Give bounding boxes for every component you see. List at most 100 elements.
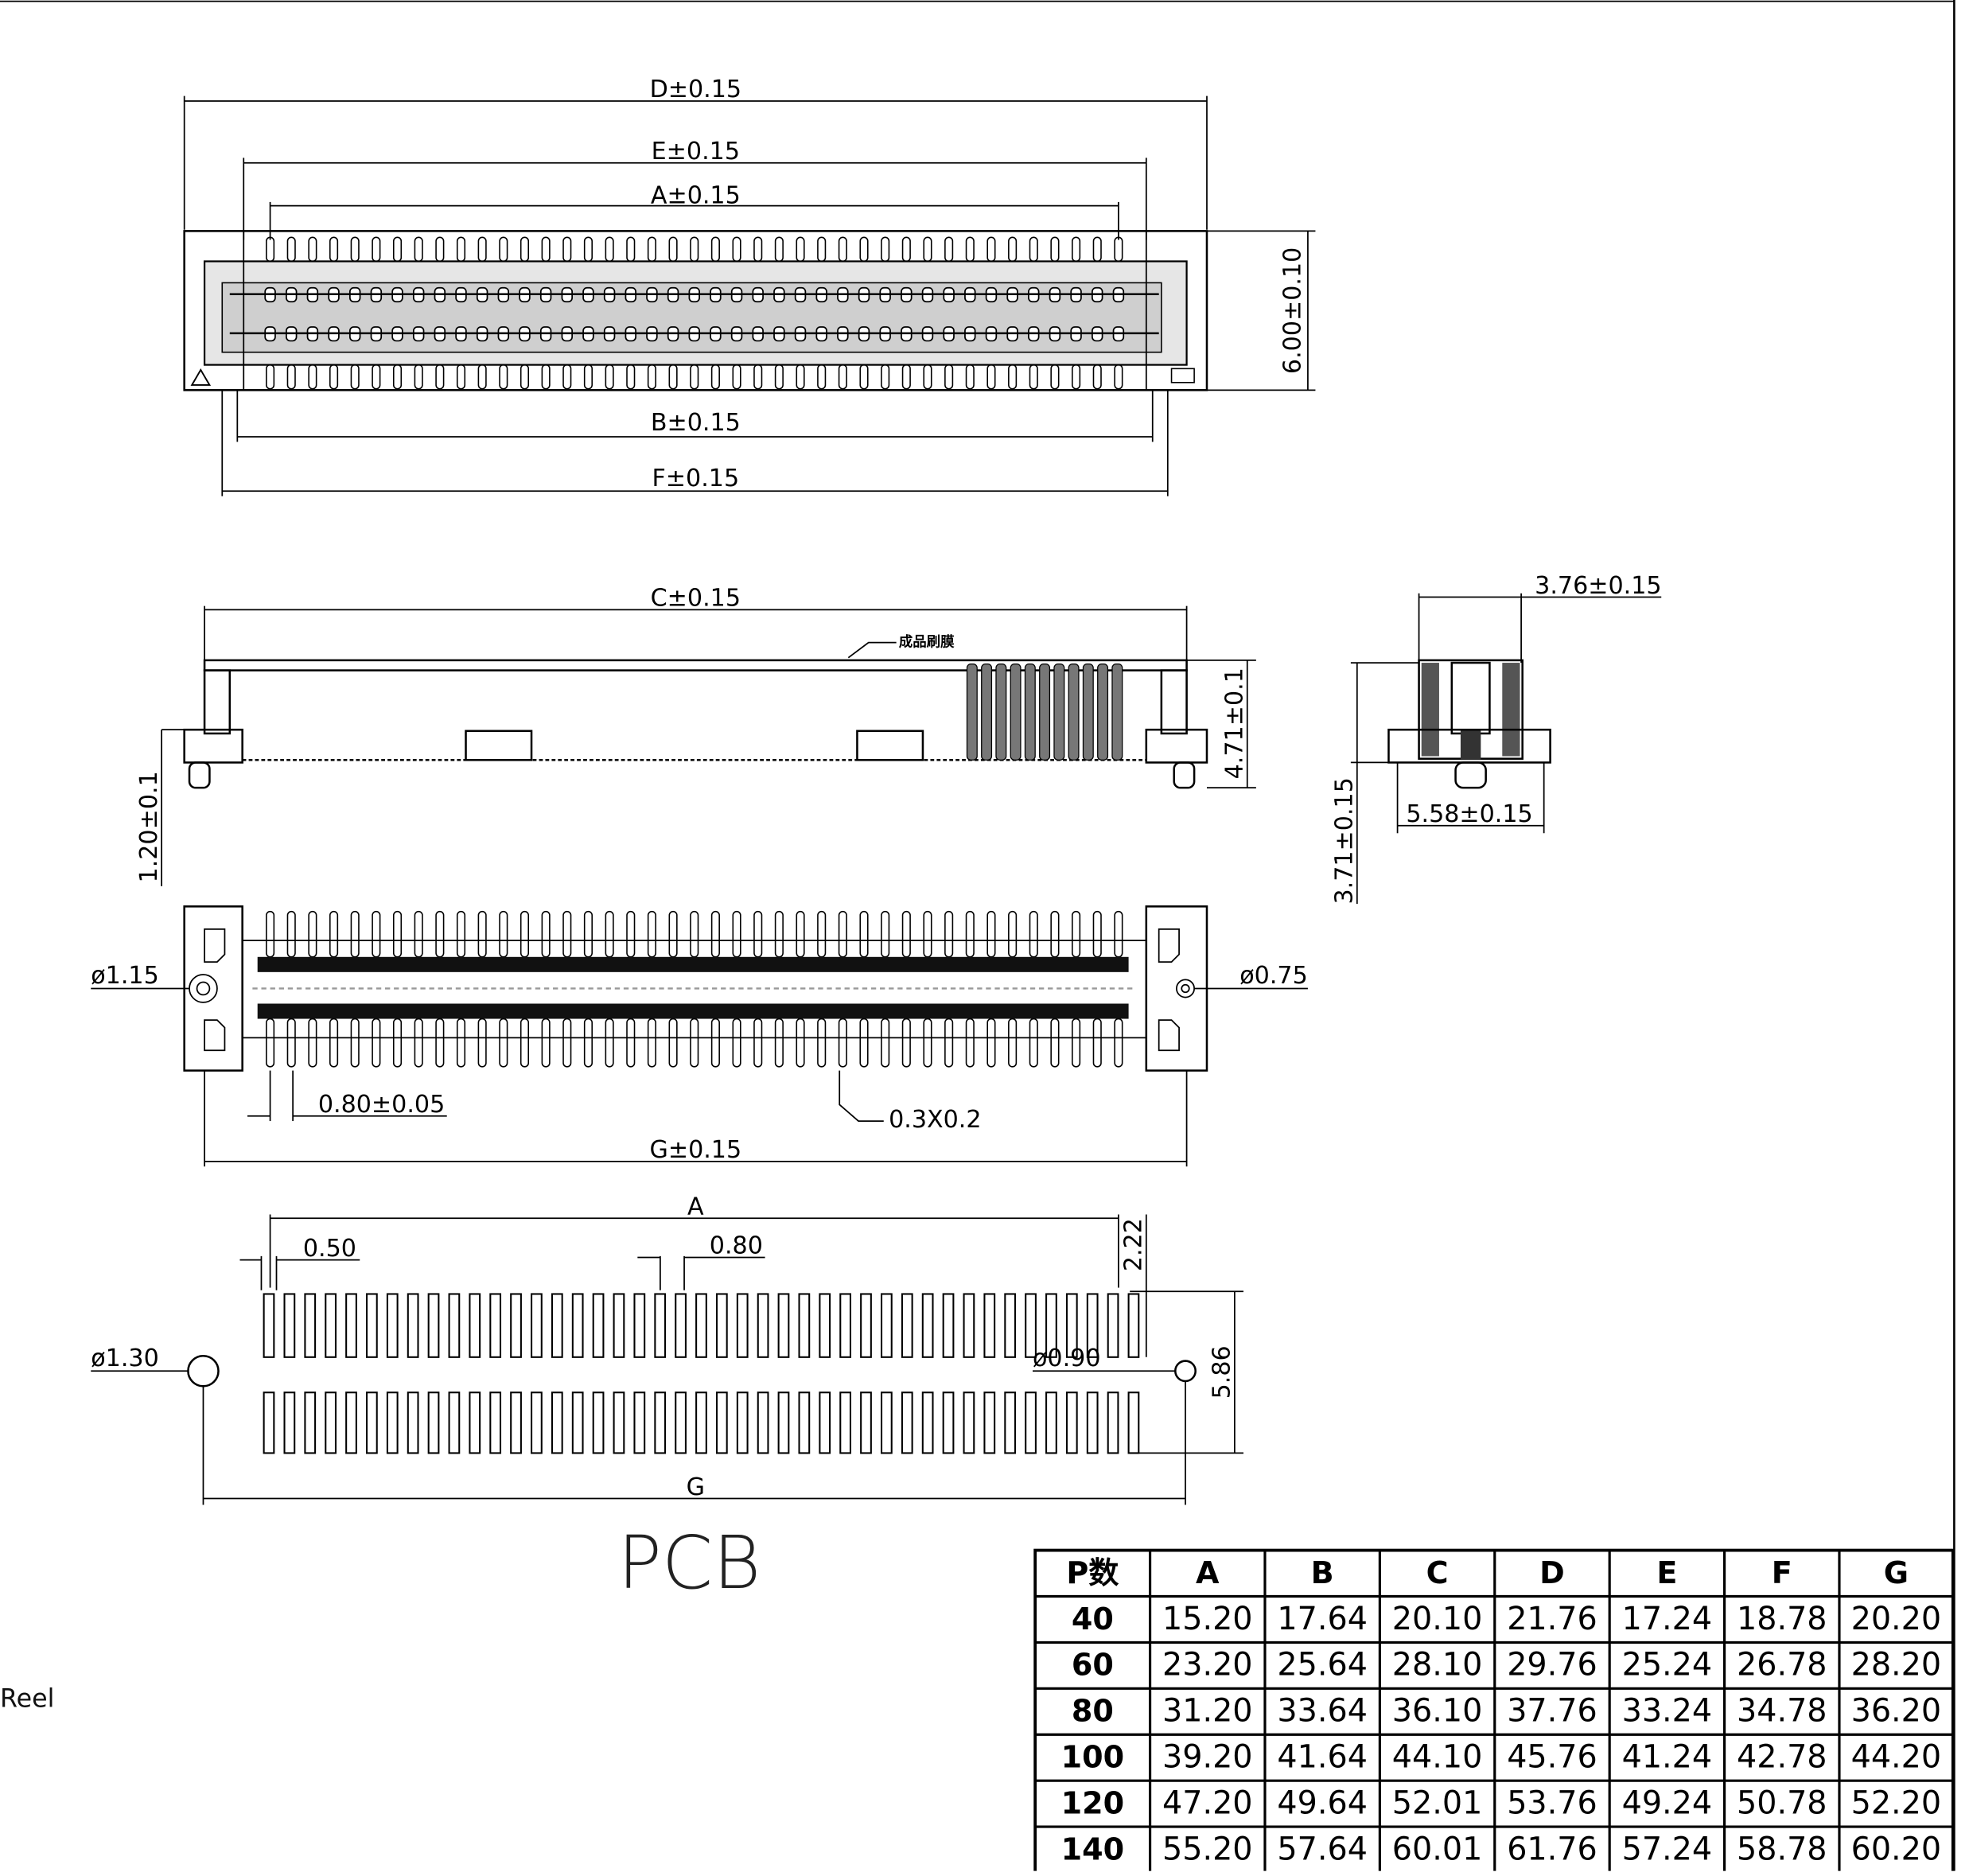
table-header-cell: A <box>1196 1555 1220 1590</box>
pcb-pads-lower <box>263 1391 1140 1454</box>
table-cell: 20.20 <box>1851 1601 1942 1637</box>
table-cell: 36.20 <box>1851 1693 1942 1730</box>
table-cell: 15.20 <box>1162 1601 1253 1637</box>
table-cell: 100 <box>1061 1740 1125 1775</box>
table-header-cell: E <box>1656 1555 1677 1590</box>
table-header-cell: C <box>1426 1555 1449 1590</box>
table-cell: 57.64 <box>1277 1831 1368 1867</box>
pcb-dim-pad: 0.50 <box>303 1235 356 1263</box>
dim-g: G±0.15 <box>649 1136 741 1164</box>
dim-end-base: 5.58±0.15 <box>1406 800 1532 828</box>
pcb-pads-upper <box>263 1293 1140 1358</box>
side-top-plate <box>203 659 1188 671</box>
table-header-cell: P数 <box>1066 1555 1119 1590</box>
dim-pitch: 0.80±0.05 <box>318 1091 445 1119</box>
table-cell: 53.76 <box>1507 1785 1597 1821</box>
dim-end-height: 3.71±0.15 <box>1330 777 1358 904</box>
pcb-footprint: A 0.50 0.80 2.22 ø1.30 ø0.90 5.86 G PCB <box>91 1193 1243 1605</box>
side-left-boss <box>183 728 243 764</box>
table-cell: 55.20 <box>1162 1831 1253 1867</box>
side-contact-coils <box>966 664 1123 761</box>
table-cell: 58.78 <box>1737 1831 1827 1867</box>
table-header-cell: B <box>1311 1555 1334 1590</box>
table-cell: 37.76 <box>1507 1693 1597 1730</box>
dim-height-top: 6.00±0.10 <box>1278 247 1306 374</box>
table-cell: 26.78 <box>1737 1647 1827 1683</box>
table-cell: 140 <box>1061 1831 1125 1866</box>
table-cell: 80 <box>1072 1694 1114 1729</box>
table-cell: 61.76 <box>1507 1831 1597 1867</box>
table-cell: 44.20 <box>1851 1739 1942 1776</box>
pcb-dim-pitch: 0.80 <box>710 1232 763 1260</box>
table-header-cell: F <box>1772 1555 1792 1590</box>
table-cell: 25.24 <box>1622 1647 1713 1683</box>
table-cell: 36.10 <box>1392 1693 1483 1730</box>
table-cell: 49.64 <box>1277 1785 1368 1821</box>
table-cell: 18.78 <box>1737 1601 1827 1637</box>
table-cell: 28.20 <box>1851 1647 1942 1683</box>
table-cell: 34.78 <box>1737 1693 1827 1730</box>
table-cell: 60.01 <box>1392 1831 1483 1867</box>
table-cell: 39.20 <box>1162 1739 1253 1776</box>
table-cell: 42.78 <box>1737 1739 1827 1776</box>
table-cell: 60.20 <box>1851 1831 1942 1867</box>
pin1-marker-icon <box>190 368 212 386</box>
dim-d: D±0.15 <box>650 76 742 103</box>
dim-c: C±0.15 <box>651 585 741 613</box>
table-cell: 21.76 <box>1507 1601 1597 1637</box>
table-header-cell: G <box>1884 1555 1909 1590</box>
table-cell: 120 <box>1061 1785 1125 1820</box>
note-film: 成品刷膜 <box>899 633 955 650</box>
table-cell: 17.64 <box>1277 1601 1368 1637</box>
table-cell: 29.76 <box>1507 1647 1597 1683</box>
table-cell: 57.24 <box>1622 1831 1713 1867</box>
table-header-cell: D <box>1539 1555 1565 1590</box>
bottom-view: ø1.15 ø0.75 0.80±0.05 0.3X0.2 G±0.15 <box>91 905 1308 1167</box>
table-cell: 33.24 <box>1622 1693 1713 1730</box>
dim-e: E±0.15 <box>652 138 740 165</box>
side-right-boss <box>1145 728 1208 764</box>
dim-b: B±0.15 <box>651 409 741 437</box>
table-cell: 28.10 <box>1392 1647 1483 1683</box>
housing-outline <box>183 230 1208 391</box>
dim-end-width: 3.76±0.15 <box>1535 572 1661 600</box>
pcb-dim-g: G <box>687 1473 705 1501</box>
pcb-dim-hole-left: ø1.30 <box>91 1345 159 1372</box>
dim-hole-left: ø1.15 <box>91 962 159 990</box>
table-cell: 52.01 <box>1392 1785 1483 1821</box>
table-cell: 33.64 <box>1277 1693 1368 1730</box>
table-cell: 23.20 <box>1162 1647 1253 1683</box>
pcb-dim-a: A <box>687 1193 704 1221</box>
table-cell: 52.20 <box>1851 1785 1942 1821</box>
table-cell: 40 <box>1072 1602 1114 1637</box>
dim-standoff: 1.20±0.1 <box>135 771 163 882</box>
table-cell: 41.24 <box>1622 1739 1713 1776</box>
table-cell: 41.64 <box>1277 1739 1368 1776</box>
table-cell: 20.10 <box>1392 1601 1483 1637</box>
table-cell: 47.20 <box>1162 1785 1253 1821</box>
dim-f: F±0.15 <box>652 465 739 492</box>
table-cell: 25.64 <box>1277 1647 1368 1683</box>
top-view: D±0.15 E±0.15 A±0.15 6.00±0.10 B±0.15 <box>183 76 1316 496</box>
dim-a: A±0.15 <box>651 181 741 209</box>
pcb-dim-row: 5.86 <box>1208 1345 1236 1399</box>
pcb-title: PCB <box>617 1520 761 1605</box>
dim-hole-right: ø0.75 <box>1239 962 1308 990</box>
reel-label: Reel <box>0 1684 54 1713</box>
table-cell: 49.24 <box>1622 1785 1713 1821</box>
table-cell: 17.24 <box>1622 1601 1713 1637</box>
pcb-dim-hole-right: ø0.90 <box>1033 1345 1101 1372</box>
side-view: C±0.15 成品刷膜 4.71±0.1 1.20±0.1 <box>135 585 1256 886</box>
table-cell: 44.10 <box>1392 1739 1483 1776</box>
table-cell: 31.20 <box>1162 1693 1253 1730</box>
table-cell: 45.76 <box>1507 1739 1597 1776</box>
dim-pin-size: 0.3X0.2 <box>889 1106 981 1134</box>
table-cell: 60 <box>1072 1648 1114 1683</box>
pcb-dim-gap: 2.22 <box>1119 1218 1147 1271</box>
end-view: 3.76±0.15 5.58±0.15 3.71±0.15 <box>1330 572 1661 905</box>
table-cell: 50.78 <box>1737 1785 1827 1821</box>
dim-height-side: 4.71±0.1 <box>1220 667 1248 779</box>
dimension-table: P数 A B C D E F G 40 15.20 17.64 20.10 21.76 17.24 18.7… <box>1033 1548 1955 1874</box>
